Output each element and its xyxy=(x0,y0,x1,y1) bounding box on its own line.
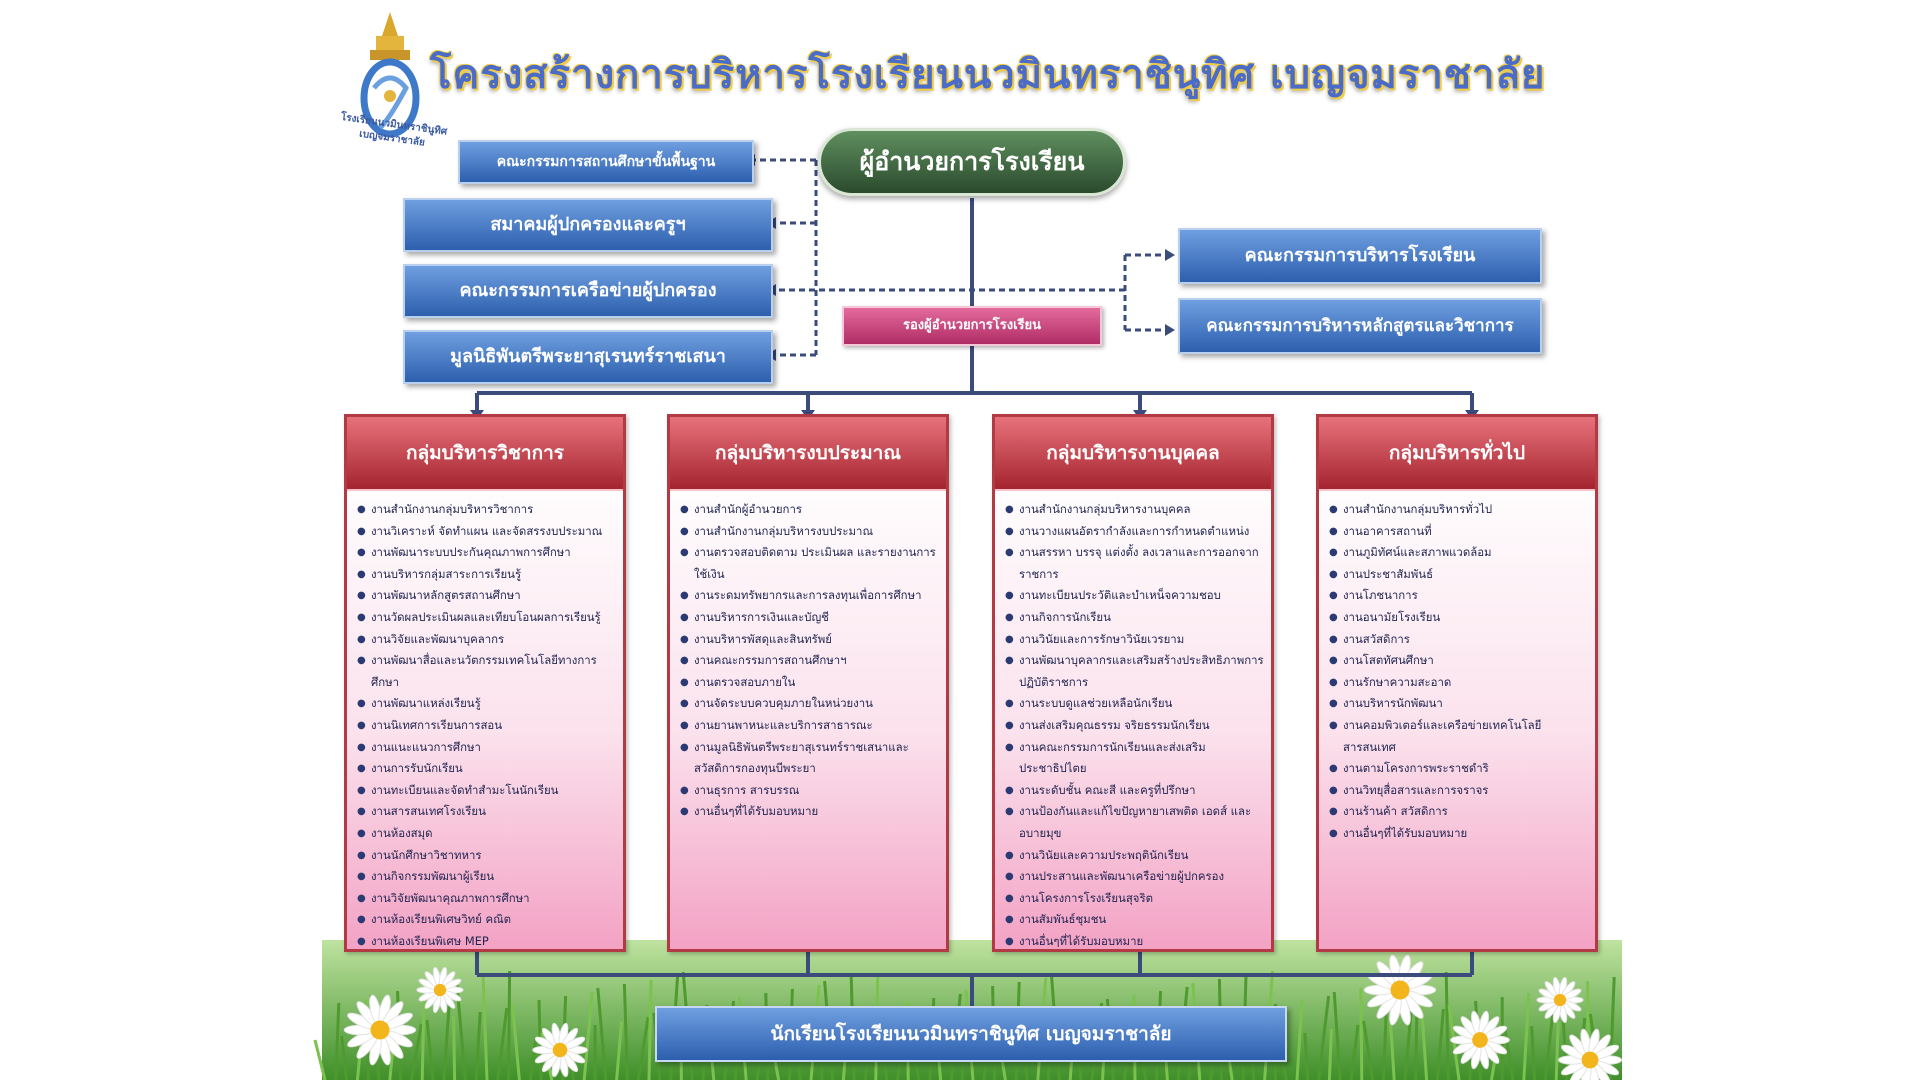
list-item: งานสำนักงานกลุ่มบริหารวิชาการ xyxy=(357,499,617,521)
committee-foundation: มูลนิธิพันตรีพระยาสุเรนทร์ราชเสนา xyxy=(403,330,773,384)
list-item: งานสวัสดิการ xyxy=(1329,629,1589,651)
list-item: งานทะเบียนและจัดทำสำมะโนนักเรียน xyxy=(357,780,617,802)
list-item: งานระดมทรัพยากรและการลงทุนเพื่อการศึกษา xyxy=(680,585,940,607)
list-item: งานโครงการโรงเรียนสุจริต xyxy=(1005,888,1265,910)
dept-academic: กลุ่มบริหารวิชาการ งานสำนักงานกลุ่มบริหา… xyxy=(344,414,626,952)
list-item: งานกิจการนักเรียน xyxy=(1005,607,1265,629)
dept-budget-list: งานสำนักผู้อำนวยการงานสำนักงานกลุ่มบริหา… xyxy=(670,491,946,823)
list-item: งานสัมพันธ์ชุมชน xyxy=(1005,909,1265,931)
page-title: โครงสร้างการบริหารโรงเรียนนวมินทราชินูทิ… xyxy=(430,52,1546,98)
committee-school-board: คณะกรรมการบริหารโรงเรียน xyxy=(1178,228,1542,284)
list-item: งานพัฒนาบุคลากรและเสริมสร้างประสิทธิภาพก… xyxy=(1005,650,1265,693)
list-item: งานทะเบียนประวัติและบำเหน็จความชอบ xyxy=(1005,585,1265,607)
list-item: งานวัดผลประเมินผลและเทียบโอนผลการเรียนรู… xyxy=(357,607,617,629)
list-item: งานตามโครงการพระราชดำริ xyxy=(1329,758,1589,780)
list-item: งานระบบดูแลช่วยเหลือนักเรียน xyxy=(1005,693,1265,715)
list-item: งานนิเทศการเรียนการสอน xyxy=(357,715,617,737)
committee-parent-network: คณะกรรมการเครือข่ายผู้ปกครอง xyxy=(403,264,773,318)
dept-academic-list: งานสำนักงานกลุ่มบริหารวิชาการงานวิเคราะห… xyxy=(347,491,623,949)
list-item: งานจัดระบบควบคุมภายในหน่วยงาน xyxy=(680,693,940,715)
list-item: งานบริหารนักพัฒนา xyxy=(1329,693,1589,715)
list-item: งานห้องสมุด xyxy=(357,823,617,845)
list-item: งานสารสนเทศโรงเรียน xyxy=(357,801,617,823)
committee-curriculum-academic: คณะกรรมการบริหารหลักสูตรและวิชาการ xyxy=(1178,298,1542,354)
list-item: งานบริหารกลุ่มสาระการเรียนรู้ xyxy=(357,564,617,586)
list-item: งานประชาสัมพันธ์ xyxy=(1329,564,1589,586)
daisy-flowers xyxy=(343,954,1622,1080)
list-item: งานภูมิทัศน์และสภาพแวดล้อม xyxy=(1329,542,1589,564)
list-item: งานป้องกันและแก้ไขปัญหายาเสพติด เอดส์ แล… xyxy=(1005,801,1265,844)
list-item: งานนักศึกษาวิชาทหาร xyxy=(357,845,617,867)
list-item: งานประสานและพัฒนาเครือข่ายผู้ปกครอง xyxy=(1005,866,1265,888)
list-item: งานพัฒนาระบบประกันคุณภาพการศึกษา xyxy=(357,542,617,564)
list-item: งานมูลนิธิพันตรีพระยาสุเรนทร์ราชเสนาและส… xyxy=(680,737,940,780)
list-item: งานสำนักงานกลุ่มบริหารทั่วไป xyxy=(1329,499,1589,521)
list-item: งานอื่นๆที่ได้รับมอบหมาย xyxy=(1329,823,1589,845)
list-item: งานอาคารสถานที่ xyxy=(1329,521,1589,543)
list-item: งานระดับชั้น คณะสี และครูที่ปรึกษา xyxy=(1005,780,1265,802)
dept-budget-title: กลุ่มบริหารงบประมาณ xyxy=(670,417,946,491)
list-item: งานพัฒนาสื่อและนวัตกรรมเทคโนโลยีทางการศึ… xyxy=(357,650,617,693)
list-item: งานคณะกรรมการนักเรียนและส่งเสริมประชาธิป… xyxy=(1005,737,1265,780)
list-item: งานสรรหา บรรจุ แต่งตั้ง ลงเวลาและการออกจ… xyxy=(1005,542,1265,585)
list-item: งานพัฒนาหลักสูตรสถานศึกษา xyxy=(357,585,617,607)
list-item: งานบริหารการเงินและบัญชี xyxy=(680,607,940,629)
list-item: งานวิทยุสื่อสารและการจราจร xyxy=(1329,780,1589,802)
list-item: งานการรับนักเรียน xyxy=(357,758,617,780)
list-item: งานสำนักงานกลุ่มบริหารงบประมาณ xyxy=(680,521,940,543)
list-item: งานสำนักผู้อำนวยการ xyxy=(680,499,940,521)
list-item: งานสำนักงานกลุ่มบริหารงานบุคคล xyxy=(1005,499,1265,521)
committee-basic-education: คณะกรรมการสถานศึกษาขั้นพื้นฐาน xyxy=(458,140,754,184)
list-item: งานรักษาความสะอาด xyxy=(1329,672,1589,694)
list-item: งานวิจัยพัฒนาคุณภาพการศึกษา xyxy=(357,888,617,910)
list-item: งานวิเคราะห์ จัดทำแผน และจัดสรรงบประมาณ xyxy=(357,521,617,543)
dept-personnel-title: กลุ่มบริหารงานบุคคล xyxy=(995,417,1271,491)
students-node: นักเรียนโรงเรียนนวมินทราชินูทิศ เบญจมราช… xyxy=(655,1006,1287,1062)
dept-budget: กลุ่มบริหารงบประมาณ งานสำนักผู้อำนวยการง… xyxy=(667,414,949,952)
list-item: งานวางแผนอัตรากำลังและการกำหนดตำแหน่ง xyxy=(1005,521,1265,543)
list-item: งานวิจัยและพัฒนาบุคลากร xyxy=(357,629,617,651)
list-item: งานคอมพิวเตอร์และเครือข่ายเทคโนโลยีสารสน… xyxy=(1329,715,1589,758)
dept-personnel-list: งานสำนักงานกลุ่มบริหารงานบุคคลงานวางแผนอ… xyxy=(995,491,1271,949)
list-item: งานตรวจสอบติดตาม ประเมินผล และรายงานการใ… xyxy=(680,542,940,585)
list-item: งานแนะแนวการศึกษา xyxy=(357,737,617,759)
school-emblem-icon xyxy=(360,12,420,138)
list-item: งานอื่นๆที่ได้รับมอบหมาย xyxy=(1005,931,1265,949)
list-item: งานยานพาหนะและบริการสาธารณะ xyxy=(680,715,940,737)
list-item: งานคณะกรรมการสถานศึกษาฯ xyxy=(680,650,940,672)
list-item: งานวินัยและการรักษาวินัยเวรยาม xyxy=(1005,629,1265,651)
list-item: งานร้านค้า สวัสดิการ xyxy=(1329,801,1589,823)
list-item: งานส่งเสริมคุณธรรม จริยธรรมนักเรียน xyxy=(1005,715,1265,737)
list-item: งานอื่นๆที่ได้รับมอบหมาย xyxy=(680,801,940,823)
director-node: ผู้อำนวยการโรงเรียน xyxy=(818,128,1126,196)
dept-general-list: งานสำนักงานกลุ่มบริหารทั่วไปงานอาคารสถาน… xyxy=(1319,491,1595,845)
list-item: งานอนามัยโรงเรียน xyxy=(1329,607,1589,629)
list-item: งานห้องเรียนพิเศษ MEP xyxy=(357,931,617,949)
list-item: งานตรวจสอบภายใน xyxy=(680,672,940,694)
list-item: งานวินัยและความประพฤตินักเรียน xyxy=(1005,845,1265,867)
list-item: งานพัฒนาแหล่งเรียนรู้ xyxy=(357,693,617,715)
dept-general: กลุ่มบริหารทั่วไป งานสำนักงานกลุ่มบริหาร… xyxy=(1316,414,1598,952)
list-item: งานห้องเรียนพิเศษวิทย์ คณิต xyxy=(357,909,617,931)
dept-personnel: กลุ่มบริหารงานบุคคล งานสำนักงานกลุ่มบริห… xyxy=(992,414,1274,952)
list-item: งานบริหารพัสดุและสินทรัพย์ xyxy=(680,629,940,651)
deputy-director-node: รองผู้อำนวยการโรงเรียน xyxy=(842,306,1102,346)
list-item: งานธุรการ สารบรรณ xyxy=(680,780,940,802)
dept-academic-title: กลุ่มบริหารวิชาการ xyxy=(347,417,623,491)
dept-general-title: กลุ่มบริหารทั่วไป xyxy=(1319,417,1595,491)
list-item: งานโสตทัศนศึกษา xyxy=(1329,650,1589,672)
list-item: งานโภชนาการ xyxy=(1329,585,1589,607)
committee-parents-teachers: สมาคมผู้ปกครองและครูฯ xyxy=(403,198,773,252)
list-item: งานกิจกรรมพัฒนาผู้เรียน xyxy=(357,866,617,888)
